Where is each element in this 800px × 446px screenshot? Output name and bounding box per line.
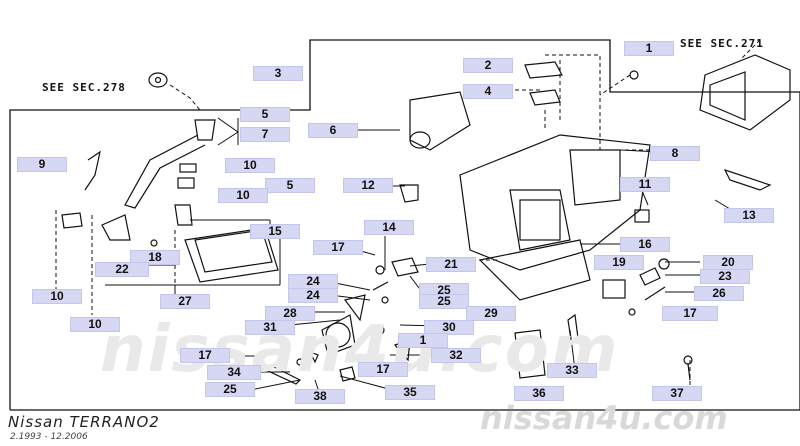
callout-part-11[interactable]: 11 <box>620 177 670 192</box>
callout-part-25-lower[interactable]: 25 <box>419 294 469 309</box>
callout-part-26[interactable]: 26 <box>694 286 744 301</box>
callout-part-22[interactable]: 22 <box>95 262 149 277</box>
callout-part-23[interactable]: 23 <box>700 269 750 284</box>
callout-part-10-lower[interactable]: 10 <box>218 188 268 203</box>
section-reference-278: SEE SEC.278 <box>42 81 126 94</box>
callout-part-12[interactable]: 12 <box>343 178 393 193</box>
callout-part-4[interactable]: 4 <box>463 84 513 99</box>
callout-part-14[interactable]: 14 <box>364 220 414 235</box>
callout-part-21[interactable]: 21 <box>426 257 476 272</box>
callout-part-31[interactable]: 31 <box>245 320 295 335</box>
callout-part-33[interactable]: 33 <box>547 363 597 378</box>
callout-part-5-lower[interactable]: 5 <box>265 178 315 193</box>
vehicle-model-title: Nissan TERRANO2 <box>8 413 160 431</box>
callout-part-3[interactable]: 3 <box>253 66 303 81</box>
callout-part-38[interactable]: 38 <box>295 389 345 404</box>
callout-part-10-bottom[interactable]: 10 <box>70 317 120 332</box>
callout-part-30[interactable]: 30 <box>424 320 474 335</box>
callout-part-20[interactable]: 20 <box>703 255 753 270</box>
callout-part-25-bottom[interactable]: 25 <box>205 382 255 397</box>
callout-part-2[interactable]: 2 <box>463 58 513 73</box>
callout-part-35[interactable]: 35 <box>385 385 435 400</box>
callout-part-24[interactable]: 24 <box>288 274 338 289</box>
callout-part-32[interactable]: 32 <box>431 348 481 363</box>
callout-part-27[interactable]: 27 <box>160 294 210 309</box>
callout-part-37[interactable]: 37 <box>652 386 702 401</box>
callout-part-6[interactable]: 6 <box>308 123 358 138</box>
callout-part-13[interactable]: 13 <box>724 208 774 223</box>
production-date-range: 2.1993 - 12.2006 <box>10 432 88 442</box>
callout-part-36[interactable]: 36 <box>514 386 564 401</box>
callout-part-8[interactable]: 8 <box>650 146 700 161</box>
callout-part-29[interactable]: 29 <box>466 306 516 321</box>
callout-part-17-center[interactable]: 17 <box>358 362 408 377</box>
callout-part-15[interactable]: 15 <box>250 224 300 239</box>
callout-part-19[interactable]: 19 <box>594 255 644 270</box>
callout-part-1[interactable]: 1 <box>624 41 674 56</box>
callout-part-5[interactable]: 5 <box>240 107 290 122</box>
callout-part-18[interactable]: 18 <box>130 250 180 265</box>
callout-part-28[interactable]: 28 <box>265 306 315 321</box>
section-reference-271: SEE SEC.271 <box>680 37 764 50</box>
callout-part-1-lower[interactable]: 1 <box>398 333 448 348</box>
callout-part-10-left[interactable]: 10 <box>32 289 82 304</box>
callout-part-34[interactable]: 34 <box>207 365 261 380</box>
callout-part-17-right[interactable]: 17 <box>662 306 718 321</box>
callout-part-16[interactable]: 16 <box>620 237 670 252</box>
callout-part-10[interactable]: 10 <box>225 158 275 173</box>
watermark-corner: nissan4u.com <box>480 399 728 437</box>
part-shapes <box>61 54 791 385</box>
callout-part-24-lower[interactable]: 24 <box>288 288 338 303</box>
callout-part-17[interactable]: 17 <box>313 240 363 255</box>
callout-part-7[interactable]: 7 <box>240 127 290 142</box>
callout-part-9[interactable]: 9 <box>17 157 67 172</box>
callout-part-17-left[interactable]: 17 <box>180 348 230 363</box>
